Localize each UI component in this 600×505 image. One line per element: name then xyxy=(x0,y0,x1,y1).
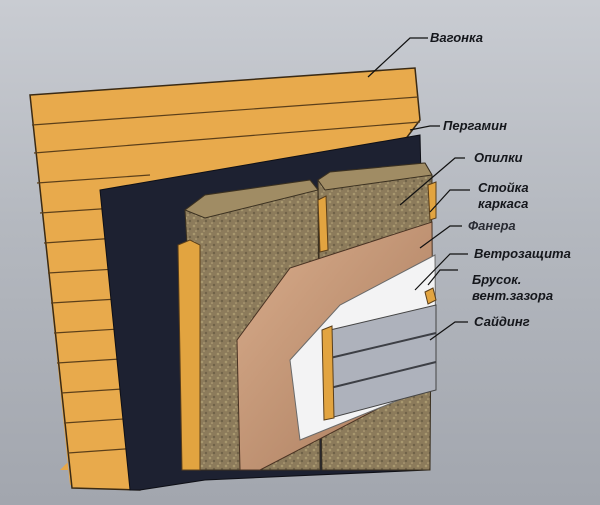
label-vetrozashchita: Ветрозащита xyxy=(474,246,571,261)
label-vagonka: Вагонка xyxy=(430,30,484,45)
stoika-karkasa xyxy=(177,181,437,471)
brusok-vent-zazora xyxy=(424,287,437,305)
label-stoika-line2: каркаса xyxy=(478,196,529,211)
label-opilki: Опилки xyxy=(474,150,523,165)
label-fanera: Фанера xyxy=(468,218,516,233)
saiding-layer xyxy=(321,304,437,421)
label-pergamin: Пергамин xyxy=(443,118,507,133)
label-stoika-line1: Стойка xyxy=(478,180,529,195)
label-brusok-line2: вент.зазора xyxy=(472,288,554,303)
label-saiding: Сайдинг xyxy=(474,314,530,329)
leader-lines xyxy=(367,37,470,341)
label-brusok-line1: Брусок. xyxy=(472,272,522,287)
